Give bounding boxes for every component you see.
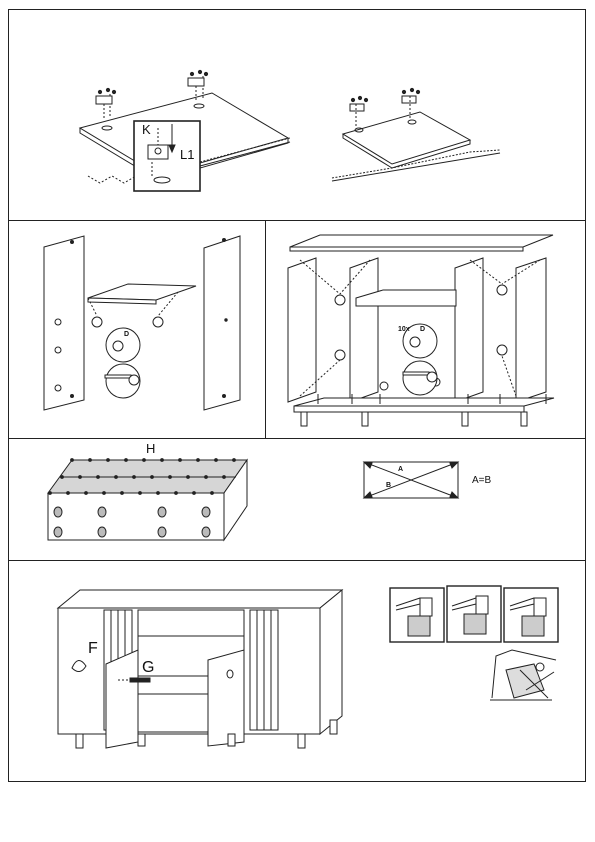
label-a: A [398, 466, 404, 473]
divider-row2 [9, 438, 585, 439]
label-g: G [142, 659, 155, 676]
step2-right-side-panel [203, 235, 241, 411]
label-d-right: D [420, 326, 426, 333]
step2-middle-shelf [355, 289, 457, 307]
step2-legs [300, 411, 528, 427]
hinge-detail-3-parts [509, 597, 547, 637]
step4-leg-5 [329, 719, 338, 735]
step1-hinge-right-b [401, 87, 421, 125]
step2-left-side-panel [43, 235, 85, 411]
divider-row3 [9, 560, 585, 561]
step2-detail-circle-lower [105, 363, 141, 399]
step2-right-outer-panel [515, 257, 547, 403]
instruction-sheet-frame [8, 9, 586, 782]
divider-row1 [9, 220, 585, 221]
step3-diagonal-b [363, 461, 459, 499]
step4-door-right [207, 649, 245, 747]
step3-carcass-side [223, 458, 248, 542]
step3-dowels [53, 506, 211, 538]
label-ratio: 10x [398, 326, 410, 333]
step4-screw-g [118, 677, 151, 683]
step1-right-floor [331, 149, 501, 179]
step4-top [56, 589, 344, 609]
step4-door-left [105, 649, 139, 749]
step2-left-outer-panel [287, 257, 317, 403]
hinge-detail-2-parts [451, 595, 489, 635]
label-h: H [146, 441, 156, 456]
step1-hinge-right-a [349, 95, 369, 133]
step3-nails [48, 458, 236, 495]
step4-leg-1 [75, 733, 84, 749]
label-f: F [88, 640, 98, 657]
label-l1: L1 [180, 147, 195, 162]
label-k: K [142, 122, 151, 137]
step2-right-inner-panel [454, 257, 484, 403]
step4-leg-4 [297, 733, 306, 749]
step2-cam-left [87, 297, 103, 328]
step1-detail-box [133, 120, 201, 192]
step2-left-panel-fittings [54, 240, 74, 398]
step1-hinge-left-b [187, 69, 209, 109]
step4-handle-right [226, 669, 234, 679]
step4-side [319, 588, 343, 736]
step2-cam-right [152, 291, 179, 328]
step4-knob-f [71, 660, 87, 672]
step1-hinge-left-a [95, 87, 117, 131]
hinge-warning-detail [490, 649, 557, 701]
step4-leg-2 [137, 733, 146, 747]
label-b: B [386, 482, 392, 489]
step4-slats-right [249, 609, 279, 731]
label-a-equals-b: A=B [472, 475, 492, 486]
label-d-left: D [124, 331, 130, 338]
divider-row2-vertical [265, 220, 266, 438]
step2-pins [317, 394, 547, 404]
step2-right-panel-fittings [222, 238, 228, 398]
step1-detail-hinge [147, 124, 176, 184]
hinge-detail-1-parts [395, 597, 433, 637]
step4-leg-3 [227, 733, 236, 747]
